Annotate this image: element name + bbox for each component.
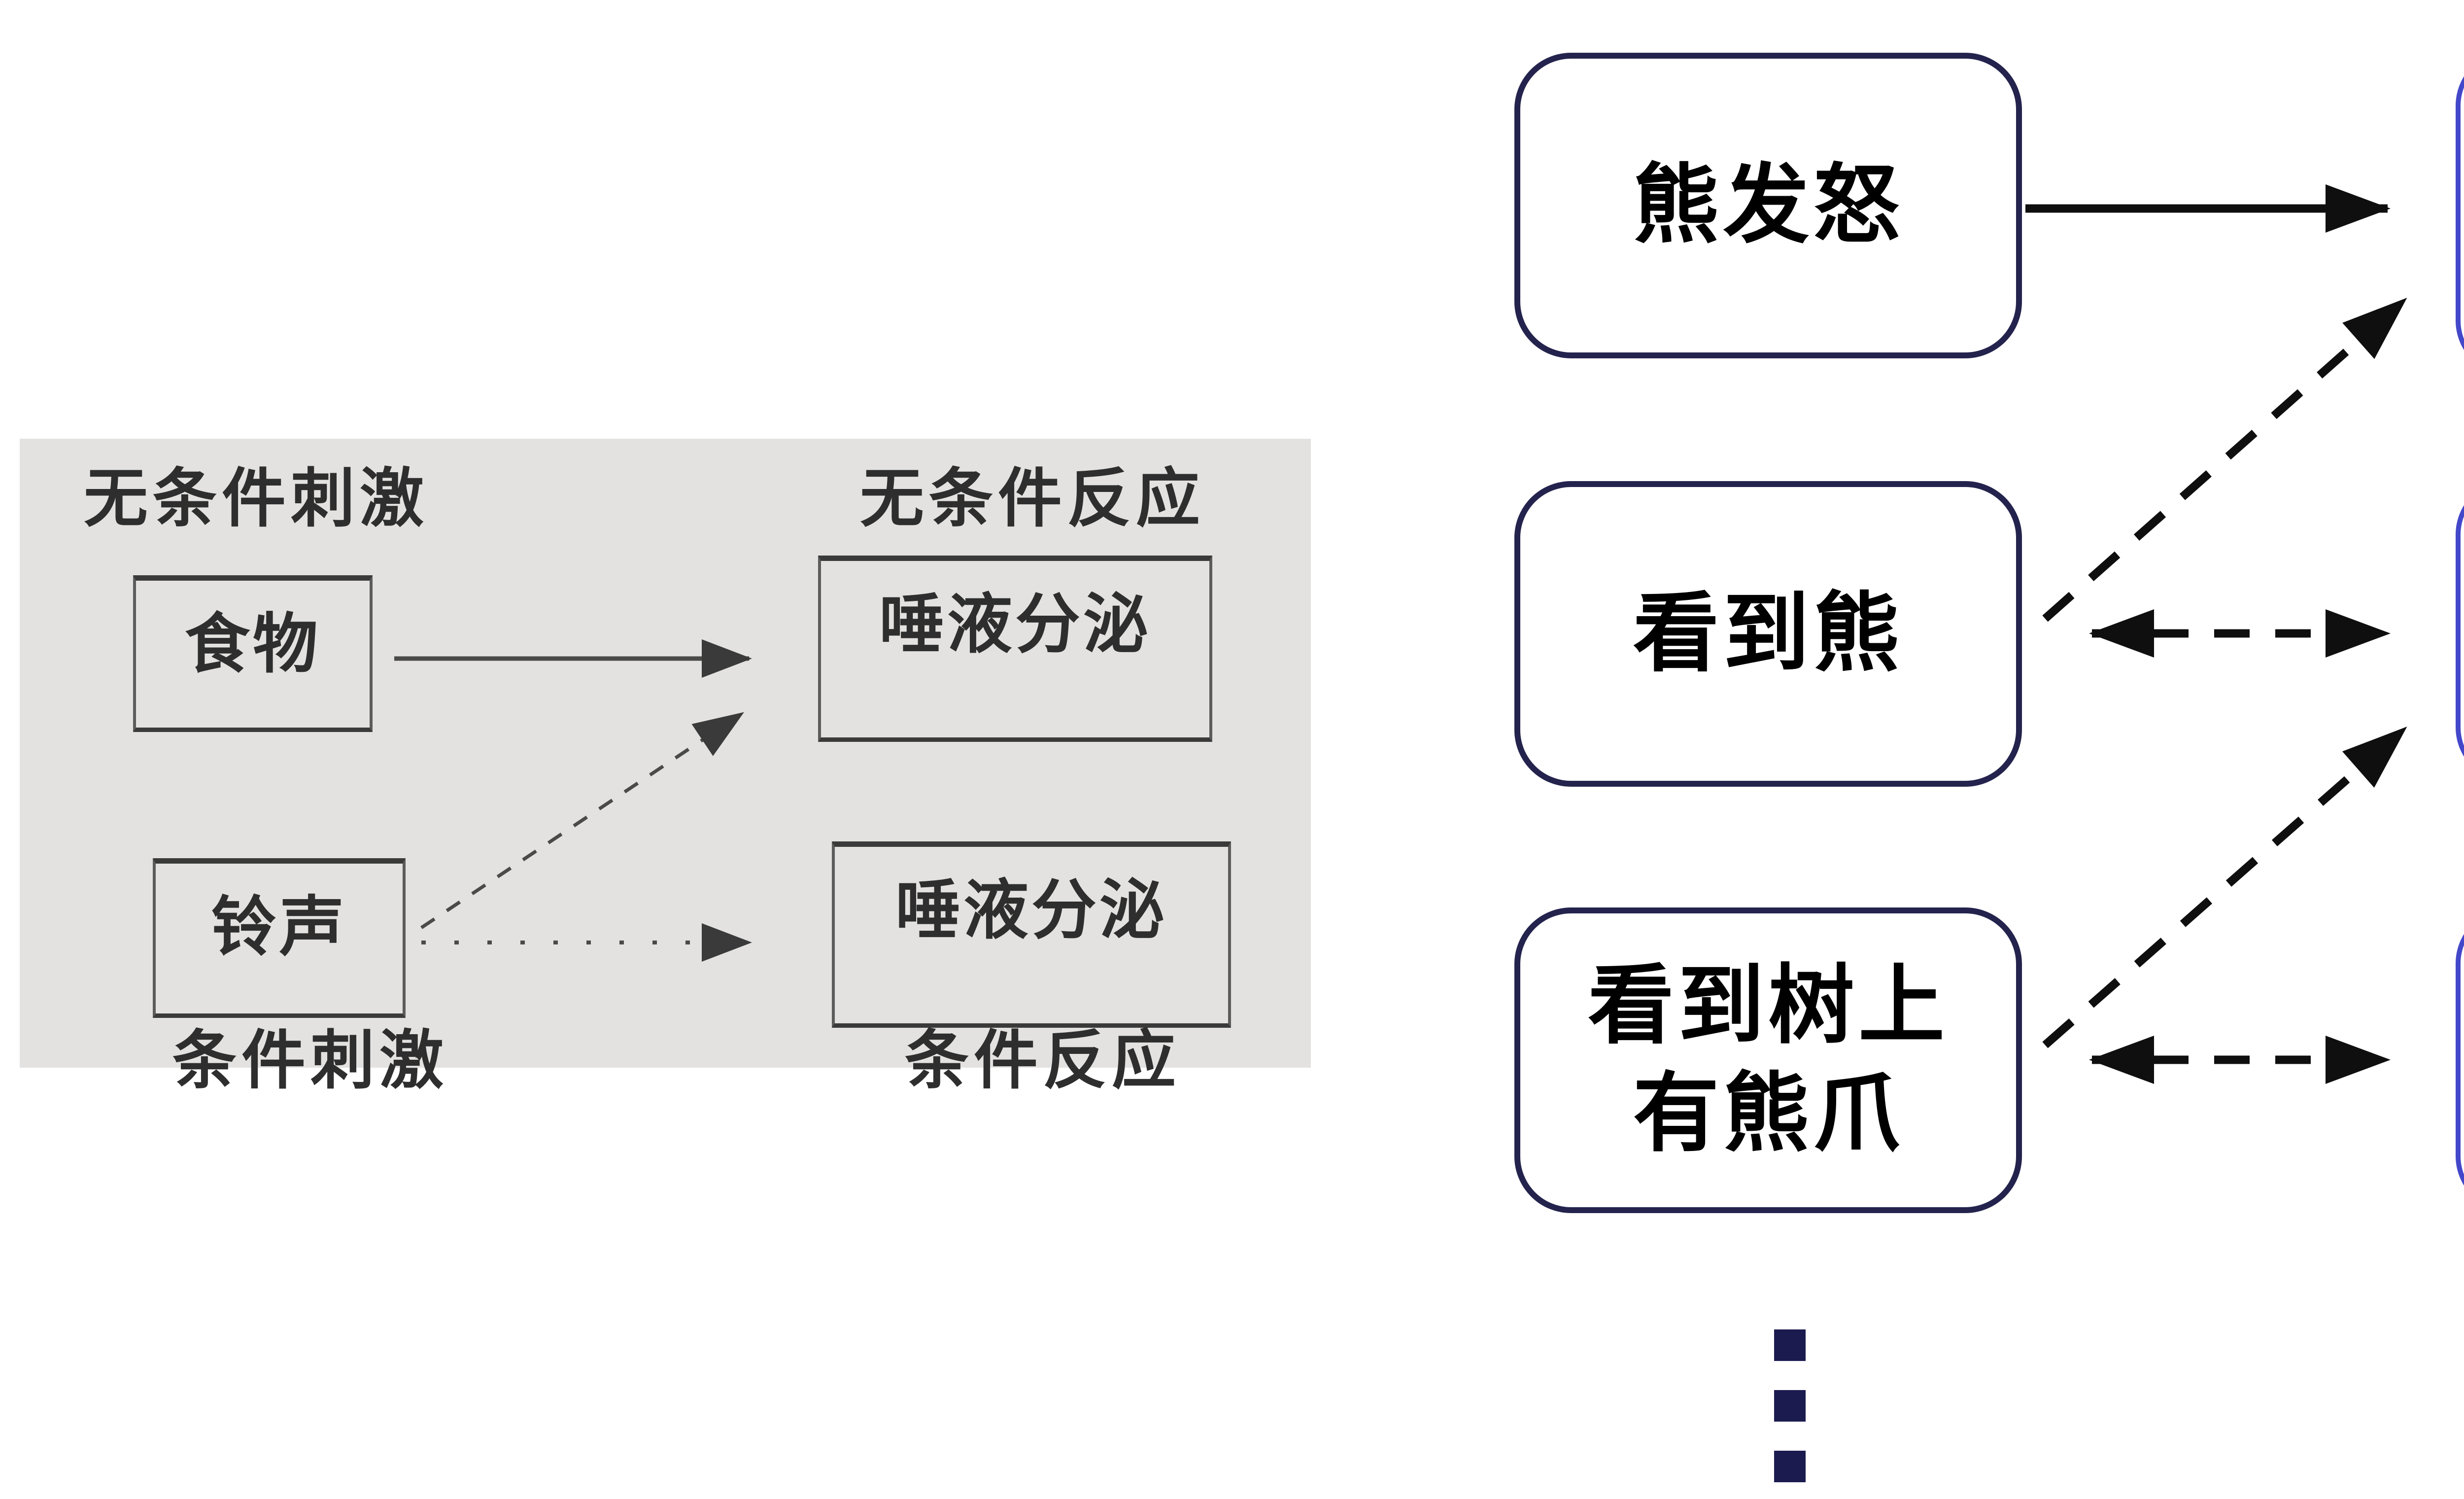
state-box-see-bear-label: 看到熊	[1633, 585, 1904, 682]
conditioned-stimulus-label: 条件刺激	[172, 1024, 449, 1096]
conditioned-saliva-box: 唾液分泌	[832, 841, 1231, 1028]
ellipsis-dot-states-3	[1774, 1451, 1806, 1482]
classical-conditioning-panel: 无条件刺激 无条件反应 食物 唾液分泌 铃声 唾液分泌 条件刺激 条件反应	[20, 439, 1311, 1096]
state-box-bear-angry-label: 熊发怒	[1633, 157, 1904, 253]
state-box-see-claw-marks: 看到树上 有熊爪	[1514, 907, 2022, 1213]
state-box-bear-angry: 熊发怒	[1514, 53, 2022, 358]
ellipsis-dot-states-2	[1774, 1390, 1806, 1422]
value-box-v-s: V(s)	[2456, 907, 2464, 1213]
unconditioned-saliva-box: 唾液分泌	[818, 556, 1212, 742]
value-box-v-s-prime: V(s′)	[2456, 478, 2464, 784]
conditioned-response-label: 条件反应	[905, 1024, 1181, 1096]
conditioned-saliva-box-label: 唾液分泌	[895, 874, 1167, 946]
unconditioned-saliva-box-label: 唾液分泌	[879, 588, 1151, 661]
ellipsis-dot-states-1	[1774, 1329, 1806, 1361]
state-box-see-claw-marks-label-line2: 有熊爪	[1633, 1066, 1904, 1162]
bell-box-label: 铃声	[211, 891, 347, 963]
state-box-see-claw-marks-label-line1: 看到树上	[1588, 958, 1949, 1054]
unconditioned-response-label: 无条件反应	[860, 462, 1205, 534]
food-box: 食物	[133, 575, 373, 732]
unconditioned-stimulus-label: 无条件刺激	[84, 462, 429, 534]
bell-box: 铃声	[153, 858, 406, 1018]
food-box-label: 食物	[185, 608, 321, 680]
state-box-see-bear: 看到熊	[1514, 481, 2022, 787]
value-box-reward: 奖励	[2456, 49, 2464, 377]
